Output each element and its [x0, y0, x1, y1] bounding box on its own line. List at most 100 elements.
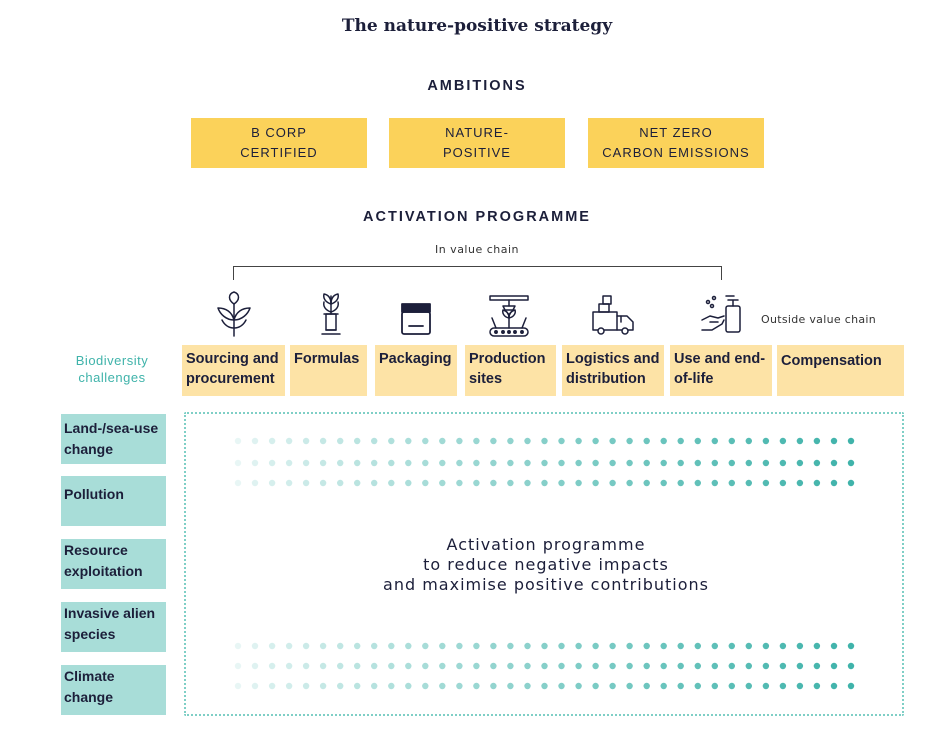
ambitions-heading: AMBITIONS: [427, 78, 527, 94]
decorative-dot: [677, 642, 684, 650]
decorative-dot: [779, 459, 787, 467]
decorative-dot: [507, 479, 514, 487]
decorative-dot: [745, 459, 752, 467]
activation-heading: ACTIVATION PROGRAMME: [363, 209, 591, 225]
decorative-dot: [592, 642, 599, 650]
decorative-dot: [524, 479, 531, 487]
decorative-dot: [490, 662, 497, 670]
decorative-dot: [337, 642, 344, 650]
decorative-dot: [405, 479, 412, 487]
decorative-dot: [388, 459, 395, 467]
decorative-dot: [388, 479, 395, 487]
decorative-dot: [337, 437, 344, 445]
decorative-dot: [609, 437, 616, 445]
decorative-dot: [609, 662, 616, 670]
decorative-dot: [558, 437, 565, 445]
decorative-dot: [337, 682, 344, 690]
decorative-dot: [268, 682, 276, 690]
decorative-dot: [796, 437, 804, 445]
decorative-dot: [234, 682, 242, 690]
decorative-dot: [745, 479, 752, 487]
decorative-dot: [575, 437, 582, 445]
decorative-dot: [524, 682, 531, 690]
decorative-dot: [456, 682, 463, 690]
decorative-dot: [592, 682, 599, 690]
decorative-dot: [779, 642, 787, 650]
decorative-dot: [405, 642, 412, 650]
decorative-dot: [660, 642, 667, 650]
decorative-dot: [558, 682, 565, 690]
decorative-dot: [473, 437, 480, 445]
decorative-dot: [439, 682, 446, 690]
decorative-dot: [319, 682, 327, 690]
decorative-dot: [490, 479, 497, 487]
challenge-pollution: Pollution: [61, 476, 166, 526]
decorative-dot: [456, 437, 463, 445]
challenge-land-sea-use: Land-/sea-use change: [61, 414, 166, 464]
decorative-dot: [371, 459, 378, 467]
decorative-dot: [830, 642, 838, 650]
decorative-dot: [847, 662, 855, 670]
decorative-dot: [575, 459, 582, 467]
decorative-dot: [354, 459, 361, 467]
decorative-dot: [711, 682, 718, 690]
decorative-dot: [405, 459, 412, 467]
decorative-dot: [405, 437, 412, 445]
decorative-dot: [813, 437, 821, 445]
decorative-dot: [354, 479, 361, 487]
decorative-dot: [285, 682, 293, 690]
decorative-dot: [268, 662, 276, 670]
decorative-dot: [694, 459, 701, 467]
ambition-net-zero: NET ZERO CARBON EMISSIONS: [588, 118, 764, 168]
decorative-dot: [796, 479, 804, 487]
decorative-dot: [285, 479, 293, 487]
decorative-dot: [354, 682, 361, 690]
decorative-dot: [371, 437, 378, 445]
decorative-dot: [728, 662, 735, 670]
decorative-dot: [371, 682, 378, 690]
decorative-dot: [473, 459, 480, 467]
decorative-dot: [677, 682, 684, 690]
decorative-dot: [422, 437, 429, 445]
outside-value-chain-label: Outside value chain: [761, 313, 877, 326]
decorative-dot: [677, 662, 684, 670]
decorative-dot: [319, 459, 327, 467]
decorative-dot: [558, 459, 565, 467]
decorative-dot: [762, 459, 770, 467]
decorative-dot: [660, 662, 667, 670]
decorative-dot: [626, 642, 633, 650]
decorative-dot: [507, 437, 514, 445]
decorative-dot: [847, 459, 855, 467]
decorative-dot: [251, 642, 259, 650]
decorative-dot: [694, 479, 701, 487]
hand-soap-dispenser-icon: [700, 290, 744, 338]
decorative-dot: [439, 459, 446, 467]
decorative-dot: [490, 459, 497, 467]
decorative-dot: [643, 642, 650, 650]
decorative-dot: [609, 459, 616, 467]
decorative-dot: [285, 459, 293, 467]
decorative-dot: [371, 662, 378, 670]
decorative-dot: [251, 437, 259, 445]
decorative-dot: [660, 459, 667, 467]
decorative-dot: [779, 662, 787, 670]
decorative-dot: [439, 662, 446, 670]
decorative-dot: [813, 662, 821, 670]
decorative-dot: [728, 682, 735, 690]
decorative-dot: [745, 682, 752, 690]
activation-programme-frame: [184, 412, 904, 716]
decorative-dot: [847, 642, 855, 650]
decorative-dot: [473, 682, 480, 690]
decorative-dot: [234, 479, 242, 487]
decorative-dot: [268, 479, 276, 487]
decorative-dot: [490, 437, 497, 445]
decorative-dot: [319, 437, 327, 445]
decorative-dot: [524, 437, 531, 445]
decorative-dot: [830, 682, 838, 690]
plant-flask-icon: [311, 290, 351, 338]
decorative-dot: [354, 662, 361, 670]
decorative-dot: [541, 642, 548, 650]
decorative-dot: [847, 682, 855, 690]
decorative-dot: [779, 682, 787, 690]
